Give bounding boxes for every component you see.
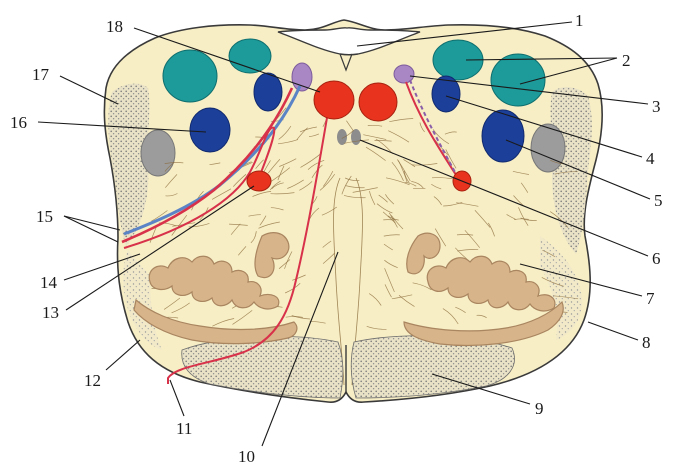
left-blue-nucleus-upper [254, 73, 282, 111]
label-8: 8 [642, 333, 651, 352]
label-15: 15 [36, 207, 53, 226]
label-5: 5 [654, 191, 663, 210]
label-9: 9 [535, 399, 544, 418]
label-2: 2 [622, 51, 631, 70]
leader-11 [170, 380, 184, 416]
left-grey-nucleus [141, 130, 175, 176]
label-12: 12 [84, 371, 101, 390]
left-pyramid [182, 336, 343, 398]
leader-8 [588, 322, 638, 340]
leader-15a [64, 216, 120, 230]
right-pyramid [351, 336, 514, 398]
label-17: 17 [32, 65, 50, 84]
midline-grey-nucleus-left [337, 129, 347, 145]
label-7: 7 [646, 289, 655, 308]
left-teal-nucleus-lateral [163, 50, 217, 102]
label-4: 4 [646, 149, 655, 168]
label-6: 6 [652, 249, 661, 268]
label-3: 3 [652, 97, 661, 116]
label-14: 14 [40, 273, 58, 292]
left-red-nucleus-midline [314, 81, 354, 119]
label-11: 11 [176, 419, 192, 438]
label-16: 16 [10, 113, 27, 132]
label-13: 13 [42, 303, 59, 322]
label-10: 10 [238, 447, 255, 466]
label-18: 18 [106, 17, 123, 36]
leader-15b [64, 216, 118, 242]
left-lilac-nucleus [292, 63, 312, 91]
leader-12 [106, 340, 140, 370]
right-red-nucleus-midline [359, 83, 397, 121]
left-blue-nucleus-lower [190, 108, 230, 152]
label-1: 1 [575, 11, 584, 30]
